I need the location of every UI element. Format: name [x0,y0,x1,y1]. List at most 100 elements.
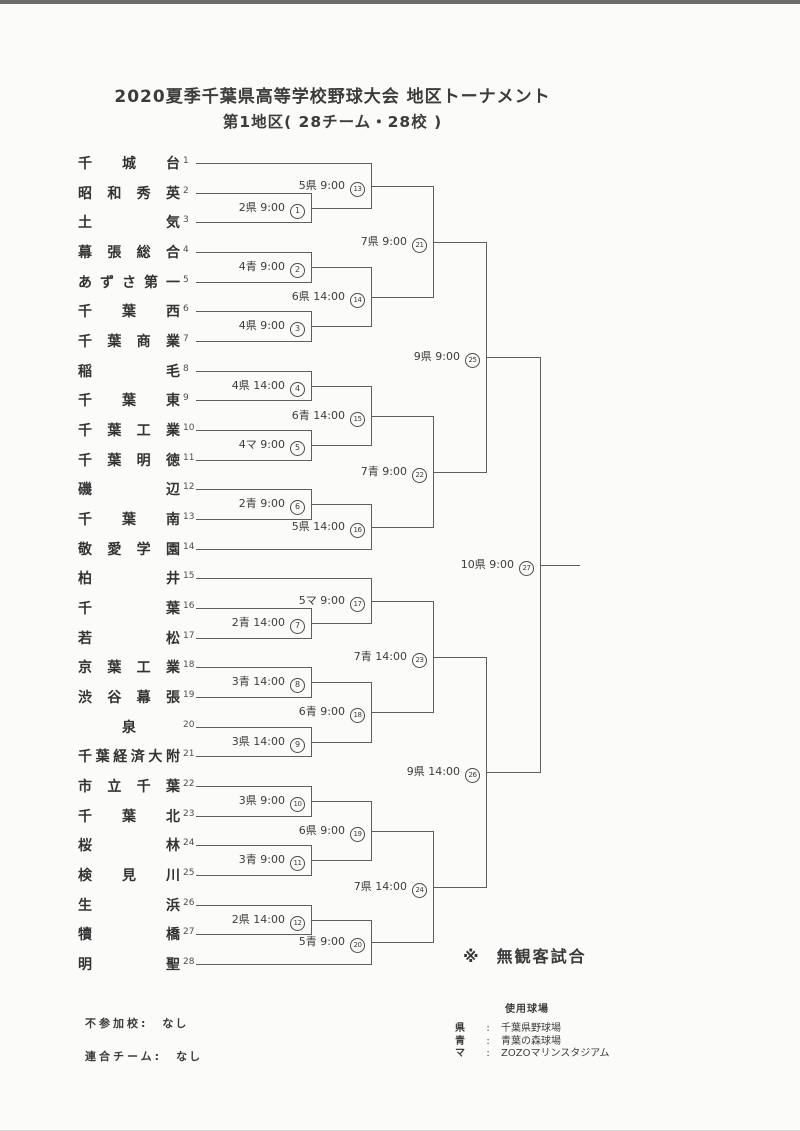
colon: : [141,1017,149,1030]
match-number: 12 [290,916,305,931]
match-number: 17 [350,597,365,612]
team-name: 千葉西 [78,304,180,320]
match-venue-time: 6県 9:00 [298,824,345,837]
match-number: 27 [519,561,534,576]
match-number: 14 [350,293,365,308]
team-line [196,282,311,283]
team-seed: 3 [183,215,189,225]
team-name: 千葉経済大附 [78,749,180,765]
match-venue-time: 2県 9:00 [238,201,285,214]
match-venue-time: 10県 9:00 [460,558,514,571]
match-number: 9 [290,737,305,753]
winner-line [433,657,486,658]
combined-team-label: 連合チーム [85,1050,155,1063]
team-name: 千葉商業 [78,334,180,350]
team-name: 千葉 [78,601,180,617]
combined-team-row: 連合チーム: なし [85,1048,202,1064]
team-name: 千葉南 [78,512,180,528]
non-participating-schools-value: なし [162,1017,189,1030]
match-venue-time: 4県 9:00 [238,319,285,332]
team-seed: 8 [183,364,189,374]
champion-line [540,565,580,566]
team-name: 幕張総合 [78,245,180,261]
team-line [196,371,311,372]
match-number: 1 [290,203,305,219]
team-name: 稲毛 [78,364,180,380]
match-venue-time: 5県 9:00 [298,179,345,192]
winner-line [311,801,371,802]
team-seed: 22 [183,779,195,789]
match-label: 2県 14:00 12 [155,912,305,931]
team-line [196,727,311,728]
team-line [196,608,311,609]
non-participating-schools-row: 不参加校:なし [85,1015,202,1031]
team-seed: 25 [183,868,195,878]
page-title: 2020夏季千葉県高等学校野球大会 地区トーナメント [114,87,551,107]
match-venue-time: 7県 14:00 [353,880,407,893]
team-name: 千城台 [78,156,180,172]
winner-line [311,860,371,861]
match-venue-time: 2県 14:00 [231,913,285,926]
venue-name: ZOZOマリンスタジアム [501,1048,610,1059]
venue-code: 県 [455,1023,467,1034]
combined-team-value: なし [176,1050,203,1063]
team-seed: 26 [183,898,195,908]
match-number: 7 [290,618,305,634]
venue-legend: 使用球場 県:千葉県野球場青:青葉の森球場マ:ZOZOマリンスタジアム [455,1000,610,1061]
team-name: 磯辺 [78,482,180,498]
team-line [196,252,311,253]
team-name: 若松 [78,631,180,647]
winner-line [311,208,371,209]
team-seed: 19 [183,690,195,700]
match-number: 4 [290,381,305,397]
team-line [196,934,311,935]
venue-row: マ:ZOZOマリンスタジアム [455,1048,610,1061]
winner-line [486,357,540,358]
team-line [196,816,311,817]
reference-mark: ※ [463,947,481,966]
match-venue-time: 7県 9:00 [360,235,407,248]
venue-name: 千葉県野球場 [501,1023,561,1034]
winner-line [311,682,371,683]
match-label: 2県 9:00 1 [155,200,305,219]
team-seed: 15 [183,571,195,581]
team-line [196,964,371,965]
match-venue-time: 3県 9:00 [238,794,285,807]
team-line [196,905,311,906]
team-seed: 9 [183,393,189,403]
match-venue-time: 7青 14:00 [353,650,407,663]
winner-line [371,831,433,832]
winner-line [433,887,486,888]
team-name: 明聖 [78,957,180,973]
team-seed: 28 [183,957,195,967]
team-line [196,756,311,757]
team-name: 検見川 [78,868,180,884]
match-venue-time: 5マ 9:00 [298,594,345,607]
team-name: 敬愛学園 [78,542,180,558]
match-venue-time: 3青 14:00 [231,675,285,688]
match-number: 16 [350,523,365,538]
team-seed: 10 [183,423,195,433]
team-name: 昭和秀英 [78,186,180,202]
winner-line [371,527,433,528]
team-name: 市立千葉 [78,779,180,795]
colon: : [154,1050,163,1063]
team-line [196,638,311,639]
team-seed: 7 [183,334,189,344]
team-line [196,430,311,431]
team-line [196,875,311,876]
team-name: 渋谷幕張 [78,690,180,706]
match-label: 5マ 9:00 17 [215,593,365,612]
match-number: 5 [290,440,305,456]
winner-line [311,267,371,268]
